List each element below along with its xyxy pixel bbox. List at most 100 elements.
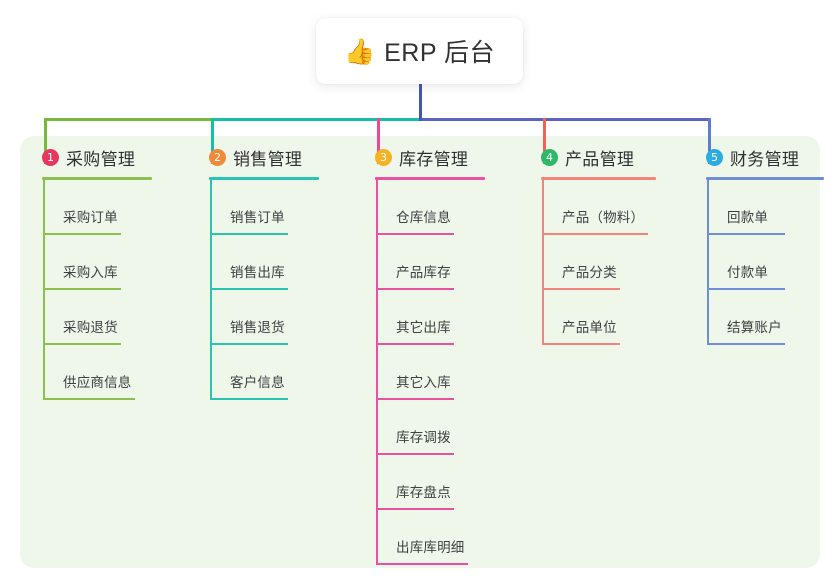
- column-drop-4: [543, 118, 546, 164]
- bus-segment-teal: [211, 118, 422, 121]
- list-item-rule: [210, 343, 288, 345]
- list-item-label: 采购退货: [63, 320, 118, 335]
- column-spine-3: [376, 180, 378, 565]
- list-item-label: 采购订单: [63, 210, 118, 225]
- list-item[interactable]: 回款单: [700, 180, 839, 235]
- column-badge-3: 3: [375, 148, 392, 166]
- list-item[interactable]: 销售退货: [203, 290, 358, 345]
- column-spine-1: [43, 180, 45, 400]
- column-header-4[interactable]: 4 产品管理: [535, 142, 700, 172]
- list-item-rule: [43, 288, 121, 290]
- list-item[interactable]: 出库库明细: [369, 510, 524, 565]
- column-items-3: 仓库信息产品库存其它出库其它入库库存调拨库存盘点出库库明细: [369, 180, 524, 565]
- list-item-rule: [542, 343, 620, 345]
- column-header-2[interactable]: 2 销售管理: [203, 142, 358, 172]
- column-drop-1: [44, 118, 47, 164]
- bus-segment-green: [44, 118, 214, 121]
- list-item-label: 产品库存: [396, 265, 451, 280]
- column-badge-2: 2: [209, 148, 226, 166]
- list-item-rule: [43, 398, 135, 400]
- list-item[interactable]: 付款单: [700, 235, 839, 290]
- column-badge-5: 5: [706, 148, 723, 166]
- list-item-rule: [376, 453, 454, 455]
- list-item[interactable]: 其它入库: [369, 345, 524, 400]
- list-item-label: 库存盘点: [396, 485, 451, 500]
- list-item[interactable]: 产品单位: [535, 290, 700, 345]
- root-stem: [419, 84, 422, 121]
- list-item-label: 产品分类: [562, 265, 617, 280]
- column-5: 5 财务管理回款单付款单结算账户: [700, 142, 839, 345]
- list-item-label: 产品（物料）: [562, 210, 645, 225]
- list-item-rule: [376, 233, 454, 235]
- column-badge-4: 4: [541, 148, 558, 166]
- root-node-card[interactable]: 👍 ERP 后台: [316, 18, 523, 84]
- column-1: 1 采购管理采购订单采购入库采购退货供应商信息: [36, 142, 196, 400]
- column-header-rule-3: [375, 177, 485, 180]
- list-item-rule: [376, 343, 454, 345]
- list-item[interactable]: 采购订单: [36, 180, 196, 235]
- list-item-label: 采购入库: [63, 265, 118, 280]
- list-item-rule: [376, 288, 454, 290]
- list-item-label: 客户信息: [230, 375, 285, 390]
- list-item-rule: [707, 288, 785, 290]
- list-item-rule: [707, 343, 785, 345]
- list-item-rule: [210, 233, 288, 235]
- list-item[interactable]: 库存调拨: [369, 400, 524, 455]
- column-title-3: 库存管理: [399, 149, 469, 169]
- column-spine-4: [542, 180, 544, 345]
- column-header-5[interactable]: 5 财务管理: [700, 142, 839, 172]
- list-item-label: 仓库信息: [396, 210, 451, 225]
- column-drop-2: [211, 118, 214, 164]
- thumbs-up-icon: 👍: [343, 37, 376, 66]
- list-item[interactable]: 供应商信息: [36, 345, 196, 400]
- column-title-4: 产品管理: [565, 149, 635, 169]
- column-drop-5: [708, 118, 711, 164]
- list-item-label: 付款单: [727, 265, 769, 280]
- column-spine-5: [707, 180, 709, 345]
- column-items-2: 销售订单销售出库销售退货客户信息: [203, 180, 358, 400]
- list-item-rule: [43, 343, 121, 345]
- column-header-rule-2: [209, 177, 319, 180]
- list-item-rule: [210, 398, 288, 400]
- list-item[interactable]: 销售出库: [203, 235, 358, 290]
- list-item[interactable]: 采购入库: [36, 235, 196, 290]
- list-item[interactable]: 采购退货: [36, 290, 196, 345]
- list-item[interactable]: 产品库存: [369, 235, 524, 290]
- column-header-rule-5: [706, 177, 824, 180]
- column-header-3[interactable]: 3 库存管理: [369, 142, 524, 172]
- list-item-label: 回款单: [727, 210, 769, 225]
- column-2: 2 销售管理销售订单销售出库销售退货客户信息: [203, 142, 358, 400]
- list-item-rule: [707, 233, 785, 235]
- list-item-label: 供应商信息: [63, 375, 132, 390]
- list-item[interactable]: 其它出库: [369, 290, 524, 345]
- list-item[interactable]: 销售订单: [203, 180, 358, 235]
- column-spine-2: [210, 180, 212, 400]
- column-title-1: 采购管理: [66, 149, 136, 169]
- column-items-1: 采购订单采购入库采购退货供应商信息: [36, 180, 196, 400]
- list-item-label: 销售退货: [230, 320, 285, 335]
- list-item-rule: [542, 288, 620, 290]
- column-title-2: 销售管理: [233, 149, 303, 169]
- list-item[interactable]: 客户信息: [203, 345, 358, 400]
- list-item-label: 产品单位: [562, 320, 617, 335]
- column-header-1[interactable]: 1 采购管理: [36, 142, 196, 172]
- list-item-label: 出库库明细: [396, 540, 465, 555]
- list-item-rule: [376, 398, 454, 400]
- column-3: 3 库存管理仓库信息产品库存其它出库其它入库库存调拨库存盘点出库库明细: [369, 142, 524, 565]
- diagram-panel: [20, 136, 820, 568]
- column-header-rule-4: [541, 177, 656, 180]
- list-item[interactable]: 产品（物料）: [535, 180, 700, 235]
- root-node-title: ERP 后台: [384, 39, 496, 67]
- list-item[interactable]: 产品分类: [535, 235, 700, 290]
- list-item[interactable]: 库存盘点: [369, 455, 524, 510]
- column-title-5: 财务管理: [730, 149, 800, 169]
- column-items-5: 回款单付款单结算账户: [700, 180, 839, 345]
- list-item-label: 其它入库: [396, 375, 451, 390]
- list-item-label: 库存调拨: [396, 430, 451, 445]
- list-item-rule: [376, 508, 454, 510]
- list-item-label: 结算账户: [727, 320, 782, 335]
- column-4: 4 产品管理产品（物料） 产品分类产品单位: [535, 142, 700, 345]
- list-item[interactable]: 仓库信息: [369, 180, 524, 235]
- list-item[interactable]: 结算账户: [700, 290, 839, 345]
- column-badge-1: 1: [42, 148, 59, 166]
